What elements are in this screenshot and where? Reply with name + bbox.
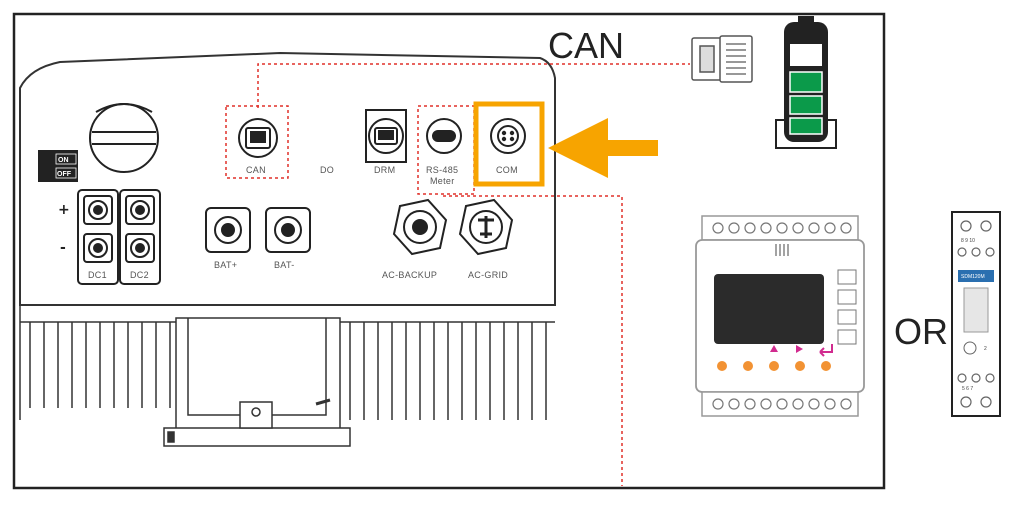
bat-minus-label: BAT- [274, 260, 295, 270]
can-port [238, 118, 278, 158]
small-meter: 8 9 10 SDM120M 2 5 6 7 [951, 211, 1001, 417]
com-port-label: COM [496, 165, 518, 175]
switch-on-label: ON [58, 157, 69, 164]
can-port-label: CAN [246, 165, 266, 175]
rs485-port-label: RS-485 [426, 165, 458, 175]
signal-wire [257, 63, 690, 486]
dc-connectors [77, 189, 161, 285]
dc-switch [89, 103, 159, 173]
com-highlight-box [473, 101, 545, 187]
com-port [490, 118, 526, 154]
battery-connectors [205, 207, 311, 253]
arrow-left-icon [548, 118, 658, 178]
energy-meter [695, 215, 865, 417]
ac-backup-label: AC-BACKUP [382, 270, 437, 280]
small-meter-model: SDM120M [961, 274, 985, 280]
ac-grid-label: AC-GRID [468, 270, 508, 280]
can-title: CAN [548, 25, 624, 66]
ac-connectors [392, 198, 514, 256]
small-meter-bottom-terminals: 5 6 7 [962, 386, 973, 392]
plus-label: + [58, 202, 70, 218]
rs485-port [426, 118, 462, 154]
do-port-label: DO [320, 165, 334, 175]
switch-on-off-indicator: ON OFF [38, 150, 78, 182]
small-meter-mark: 2 [984, 346, 987, 352]
dc1-label: DC1 [88, 270, 107, 280]
heat-sink [29, 317, 547, 447]
or-label: OR [894, 311, 948, 352]
minus-label: - [60, 240, 66, 256]
bat-plus-label: BAT+ [214, 260, 237, 270]
drm-port [365, 109, 407, 163]
rs485-meter-label: Meter [430, 176, 455, 186]
drm-port-label: DRM [374, 165, 395, 175]
small-meter-top-terminals: 8 9 10 [961, 238, 975, 244]
dc2-label: DC2 [130, 270, 149, 280]
rj45-plug-icon [691, 35, 753, 83]
battery-icon [775, 16, 837, 149]
port-dotted-frames [225, 105, 475, 195]
switch-off-label: OFF [57, 171, 72, 178]
